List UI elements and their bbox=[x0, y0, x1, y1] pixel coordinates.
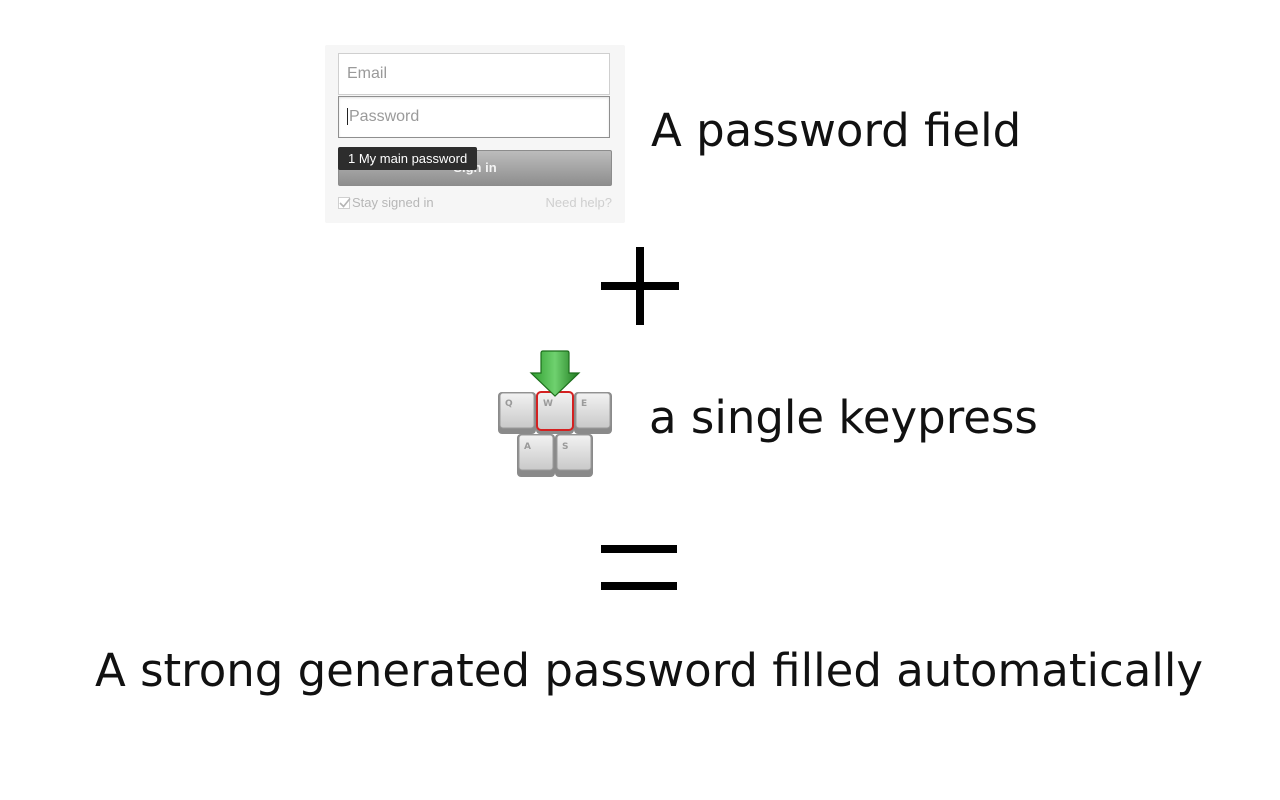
key-q: Q bbox=[498, 392, 536, 434]
down-arrow-icon bbox=[529, 350, 581, 397]
email-field[interactable]: Email bbox=[338, 53, 610, 95]
stay-signed-in-checkbox[interactable] bbox=[338, 196, 351, 209]
caption-keypress: a single keypress bbox=[649, 391, 1038, 444]
key-s-label: S bbox=[562, 442, 568, 452]
login-form-screenshot: Email Password Sign in 1 My main passwor… bbox=[325, 45, 625, 223]
text-caret bbox=[347, 107, 348, 125]
password-suggestion-tooltip[interactable]: 1 My main password bbox=[338, 147, 477, 170]
checkmark-icon bbox=[339, 197, 351, 208]
equals-icon bbox=[601, 545, 677, 590]
key-q-label: Q bbox=[505, 399, 513, 409]
key-e-label: E bbox=[581, 399, 587, 409]
key-w-label: W bbox=[543, 399, 553, 409]
email-placeholder: Email bbox=[347, 65, 388, 82]
key-a: A bbox=[517, 434, 555, 477]
need-help-link[interactable]: Need help? bbox=[545, 195, 613, 210]
key-s: S bbox=[555, 434, 593, 477]
caption-result: A strong generated password filled autom… bbox=[95, 644, 1203, 697]
stay-signed-in-row[interactable]: Stay signed in bbox=[338, 195, 434, 211]
stay-signed-in-label: Stay signed in bbox=[352, 195, 434, 210]
password-placeholder: Password bbox=[349, 108, 420, 125]
caption-password-field: A password field bbox=[651, 104, 1022, 157]
key-w-highlighted: W bbox=[536, 391, 574, 434]
plus-icon bbox=[601, 247, 679, 325]
keyboard-keys-icon: Q E W A S bbox=[498, 350, 612, 477]
password-field[interactable]: Password bbox=[338, 96, 610, 138]
key-a-label: A bbox=[524, 442, 531, 452]
key-e: E bbox=[574, 392, 612, 434]
